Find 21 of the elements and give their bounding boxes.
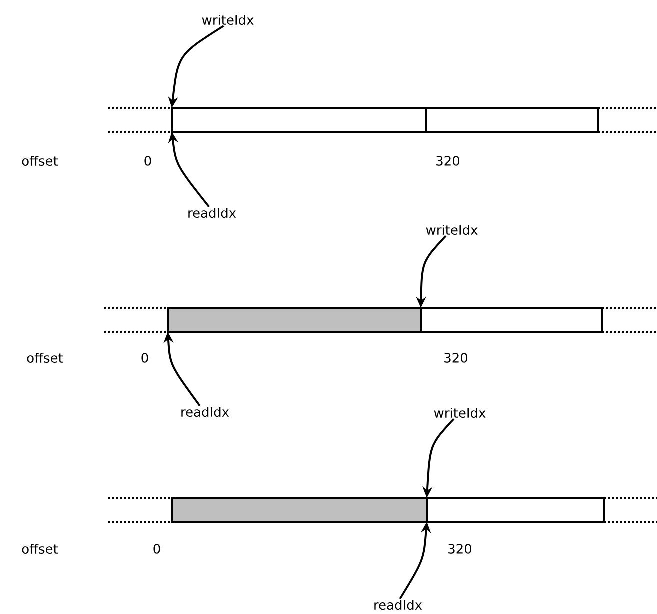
buffer-segment <box>167 307 422 333</box>
index-label: readIdx <box>182 406 230 418</box>
axis-label: 0 <box>154 544 160 554</box>
buffer-segment <box>171 497 428 523</box>
index-label: writeIdx <box>434 408 486 418</box>
index-label: writeIdx <box>426 224 478 236</box>
axis-label: 0 <box>142 353 148 363</box>
axis-label: 0 <box>144 156 152 166</box>
index-label: writeIdx <box>202 14 254 26</box>
axis-label: 320 <box>448 544 472 554</box>
axis-label: 320 <box>436 156 460 166</box>
axis-label: offset <box>22 156 58 166</box>
axis-label: 320 <box>444 353 468 363</box>
index-label: readIdx <box>374 600 422 610</box>
axis-label: offset <box>27 352 64 364</box>
buffer-segment <box>420 307 603 333</box>
buffer-segment <box>425 107 599 133</box>
buffer-segment <box>171 107 427 133</box>
index-label: readIdx <box>188 208 236 218</box>
buffer-segment <box>426 497 605 523</box>
axis-label: offset <box>22 544 58 554</box>
